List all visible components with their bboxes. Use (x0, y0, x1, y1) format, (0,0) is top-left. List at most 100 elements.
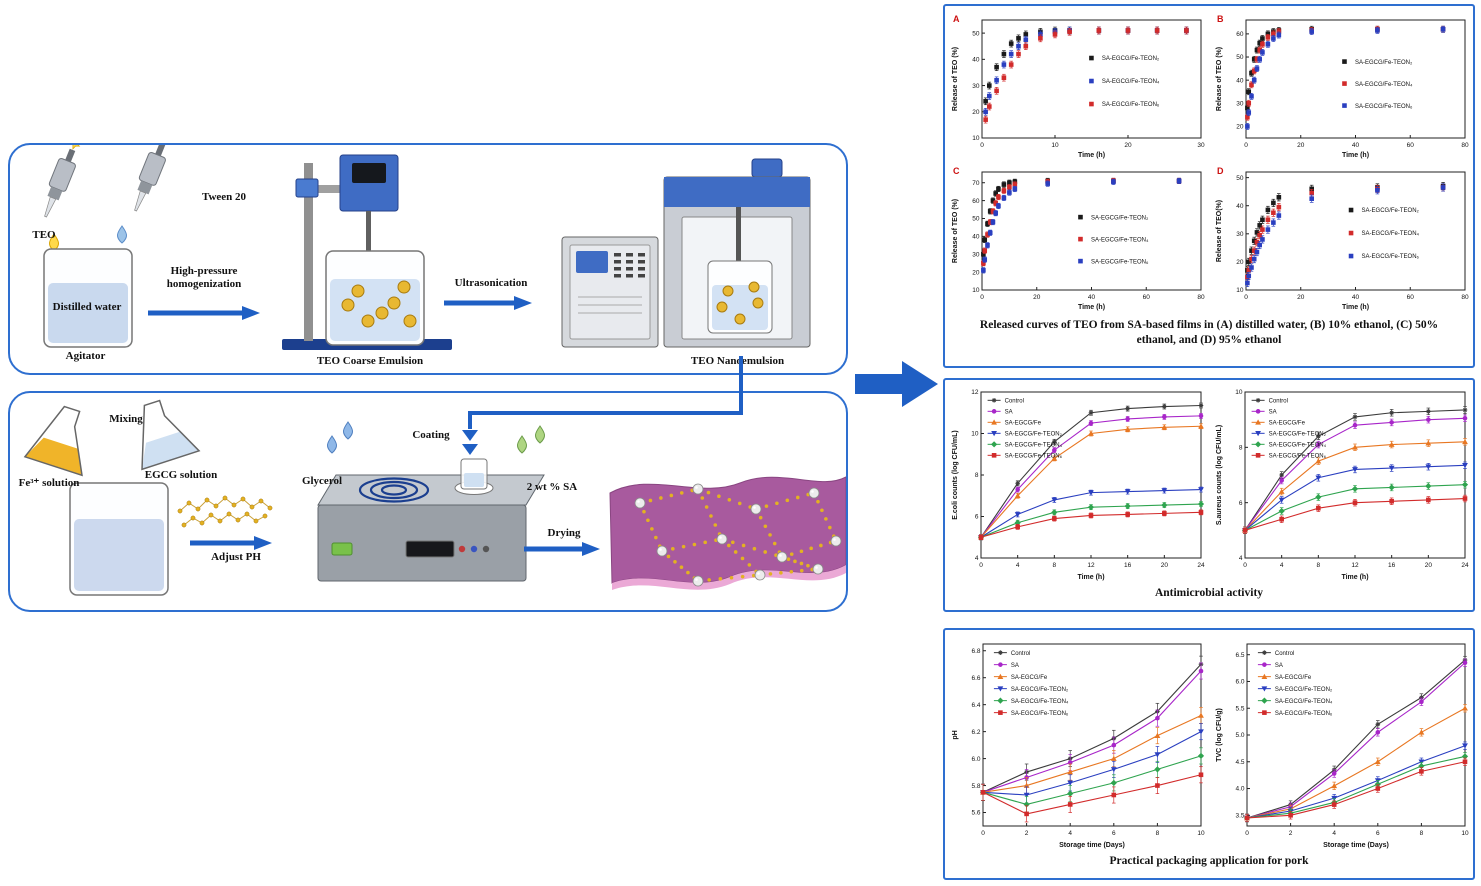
ultrasonicator-icon (561, 158, 811, 348)
svg-text:SA-EGCG/Fe-TEON₂: SA-EGCG/Fe-TEON₂ (1275, 687, 1333, 693)
svg-text:SA-EGCG/Fe-TEON₆: SA-EGCG/Fe-TEON₆ (1005, 454, 1063, 460)
svg-text:24: 24 (1461, 562, 1469, 569)
mixing-label: Mixing (109, 413, 143, 425)
svg-text:5.5: 5.5 (1235, 705, 1244, 712)
svg-text:SA: SA (1011, 663, 1019, 669)
homogenization-arrow-icon (148, 306, 260, 320)
svg-text:D: D (1217, 166, 1224, 176)
drying-arrow-icon (524, 542, 600, 556)
svg-text:40: 40 (972, 234, 980, 241)
film-graphics (23, 399, 846, 596)
adjust-ph-arrow-icon (190, 536, 272, 550)
svg-text:SA-EGCG/Fe-TEON₂: SA-EGCG/Fe-TEON₂ (1005, 432, 1063, 438)
svg-text:30: 30 (1197, 142, 1205, 149)
nanoemulsion-graphics (43, 145, 811, 350)
svg-text:0: 0 (979, 562, 983, 569)
fe-solution-label: Fe³⁺ solution (18, 477, 80, 489)
antimicrobial-caption: Antimicrobial activity (1154, 587, 1264, 599)
teo-label: TEO (32, 229, 56, 241)
svg-text:20: 20 (1236, 259, 1244, 266)
svg-text:SA-EGCG/Fe-TEON₆: SA-EGCG/Fe-TEON₆ (1102, 102, 1160, 108)
svg-text:B: B (1217, 14, 1224, 24)
ultrasonication-step-label: Ultrasonication (454, 277, 528, 289)
sa-label: 2 wt % SA (526, 481, 578, 493)
svg-text:SA-EGCG/Fe-TEON₆: SA-EGCG/Fe-TEON₆ (1269, 454, 1327, 460)
pipette-tween-icon (134, 145, 166, 212)
svg-text:pH: pH (952, 730, 959, 739)
svg-text:2: 2 (1289, 830, 1293, 837)
svg-text:6: 6 (1112, 830, 1116, 837)
svg-text:SA: SA (1005, 410, 1013, 416)
svg-text:30: 30 (972, 83, 980, 90)
svg-text:Release of TEO(%): Release of TEO(%) (1216, 200, 1223, 262)
svg-text:C: C (953, 166, 960, 176)
svg-text:SA-EGCG/Fe-TEON₄: SA-EGCG/Fe-TEON₄ (1102, 79, 1160, 85)
drying-label: Drying (547, 527, 581, 539)
svg-text:SA-EGCG/Fe-TEON₄: SA-EGCG/Fe-TEON₄ (1269, 443, 1327, 449)
svg-text:4: 4 (1016, 562, 1020, 569)
svg-text:40: 40 (1352, 294, 1360, 301)
svg-text:50: 50 (972, 216, 980, 223)
svg-text:20: 20 (1124, 142, 1132, 149)
film-icon (609, 476, 846, 590)
svg-text:SA-EGCG/Fe-TEON₄: SA-EGCG/Fe-TEON₄ (1355, 82, 1413, 88)
svg-text:40: 40 (972, 57, 980, 64)
svg-text:12: 12 (1351, 562, 1359, 569)
sa-drop2-icon (535, 425, 545, 444)
svg-text:30: 30 (1236, 231, 1244, 238)
svg-text:80: 80 (1197, 294, 1205, 301)
svg-text:4: 4 (975, 555, 979, 562)
svg-text:5.6: 5.6 (971, 810, 980, 817)
svg-text:4: 4 (1280, 562, 1284, 569)
svg-text:SA-EGCG/Fe: SA-EGCG/Fe (1005, 421, 1042, 427)
svg-text:60: 60 (1407, 294, 1415, 301)
svg-text:0: 0 (1244, 142, 1248, 149)
svg-text:10: 10 (1197, 830, 1205, 837)
svg-text:20: 20 (1161, 562, 1169, 569)
svg-text:50: 50 (972, 30, 980, 37)
svg-text:SA-EGCG/Fe-TEON₄: SA-EGCG/Fe-TEON₄ (1011, 699, 1069, 705)
svg-text:SA-EGCG/Fe-TEON₄: SA-EGCG/Fe-TEON₄ (1005, 443, 1063, 449)
big-right-arrow-icon (855, 361, 938, 407)
svg-text:SA-EGCG/Fe-TEON₆: SA-EGCG/Fe-TEON₆ (1355, 104, 1413, 110)
svg-text:24: 24 (1197, 562, 1205, 569)
svg-text:40: 40 (1236, 77, 1244, 84)
molecule-icon (177, 495, 273, 528)
svg-text:4.0: 4.0 (1235, 786, 1244, 793)
svg-text:Control: Control (1269, 399, 1288, 405)
svg-text:Time (h): Time (h) (1078, 152, 1105, 159)
svg-text:8: 8 (1053, 562, 1057, 569)
svg-text:SA-EGCG/Fe: SA-EGCG/Fe (1011, 675, 1048, 681)
svg-text:4: 4 (1068, 830, 1072, 837)
svg-text:8: 8 (1239, 445, 1243, 452)
svg-text:0: 0 (1243, 562, 1247, 569)
distilled-water-label: Distilled water (52, 301, 122, 313)
svg-text:3.5: 3.5 (1235, 812, 1244, 819)
svg-text:40: 40 (1236, 203, 1244, 210)
svg-text:8: 8 (975, 472, 979, 479)
svg-text:SA-EGCG/Fe-TEON₆: SA-EGCG/Fe-TEON₆ (1091, 259, 1149, 265)
svg-text:10: 10 (1051, 142, 1059, 149)
agitator-label: Agitator (65, 350, 106, 362)
svg-text:S.aureus counts (log CFU/mL): S.aureus counts (log CFU/mL) (1216, 425, 1223, 525)
agitator-beaker-icon (43, 248, 133, 348)
svg-text:6.4: 6.4 (971, 702, 980, 709)
svg-text:6.0: 6.0 (971, 756, 980, 763)
svg-text:6.8: 6.8 (971, 648, 980, 655)
svg-text:Control: Control (1005, 399, 1024, 405)
tween-label: Tween 20 (201, 191, 247, 203)
svg-text:16: 16 (1124, 562, 1132, 569)
ultrasonication-arrow-icon (444, 296, 532, 310)
svg-text:40: 40 (1088, 294, 1096, 301)
svg-text:Storage time (Days): Storage time (Days) (1059, 842, 1125, 849)
svg-text:20: 20 (972, 109, 980, 116)
svg-text:6.6: 6.6 (971, 675, 980, 682)
svg-text:4: 4 (1239, 555, 1243, 562)
svg-text:80: 80 (1461, 294, 1469, 301)
